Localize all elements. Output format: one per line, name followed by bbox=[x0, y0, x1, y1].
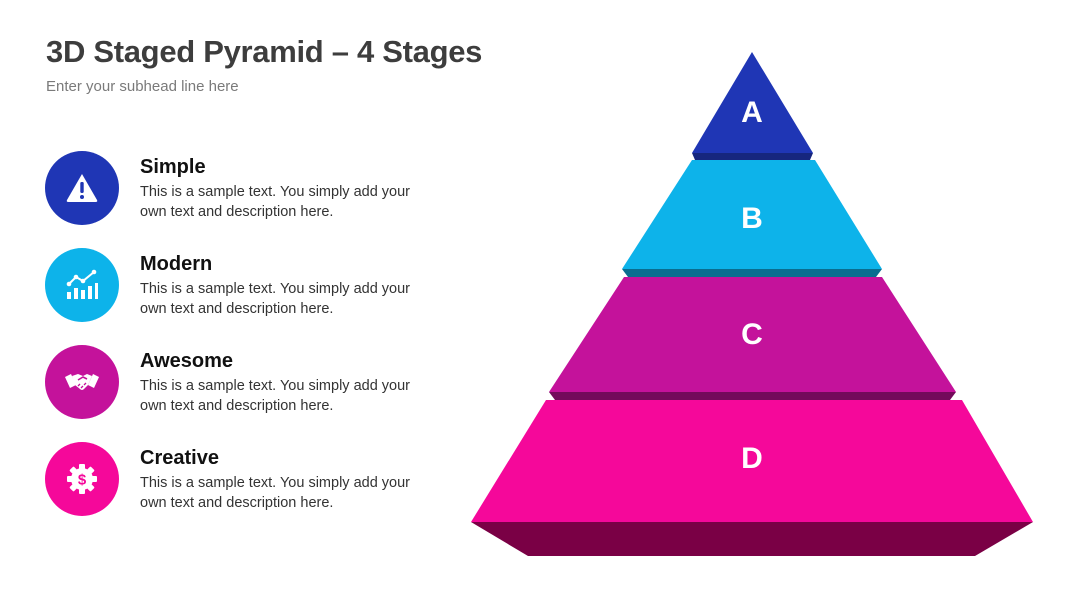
page-subtitle: Enter your subhead line here bbox=[46, 78, 239, 95]
chart-icon bbox=[66, 269, 98, 299]
stage-d-bottom-face bbox=[471, 522, 1033, 556]
icon-circle: $ bbox=[45, 442, 119, 516]
icon-circle bbox=[45, 345, 119, 419]
dollar-gear-icon: $ bbox=[67, 464, 97, 494]
stage-b-front-face bbox=[622, 160, 882, 269]
stage-c-front-face bbox=[549, 277, 956, 392]
item-heading: Modern bbox=[140, 253, 213, 275]
item-description: This is a sample text. You simply add yo… bbox=[140, 475, 410, 511]
stage-c-bottom-face bbox=[549, 392, 956, 400]
icon-circle bbox=[45, 248, 119, 322]
stage-a-front-face bbox=[692, 52, 813, 153]
stage-c-label: C bbox=[741, 318, 763, 351]
page-title: 3D Staged Pyramid – 4 Stages bbox=[46, 34, 483, 69]
item-description: This is a sample text. You simply add yo… bbox=[140, 281, 410, 317]
stage-a-bottom-face bbox=[692, 153, 813, 160]
warning-icon bbox=[66, 174, 98, 202]
icon-circle bbox=[45, 151, 119, 225]
item-description: This is a sample text. You simply add yo… bbox=[140, 378, 410, 414]
stage-b-label: B bbox=[741, 202, 763, 235]
stage-d-front-face bbox=[471, 400, 1033, 522]
item-description: This is a sample text. You simply add yo… bbox=[140, 184, 410, 220]
item-heading: Simple bbox=[140, 156, 206, 178]
stage-d-label: D bbox=[741, 442, 763, 475]
item-heading: Awesome bbox=[140, 350, 234, 372]
stage-b-bottom-face bbox=[622, 269, 882, 277]
list-item: Awesome This is a sample text. You simpl… bbox=[45, 345, 465, 442]
list-item: Modern This is a sample text. You simply… bbox=[45, 248, 465, 345]
list-item: $ Creative This is a sample text. You si… bbox=[45, 442, 465, 539]
handshake-icon bbox=[65, 374, 99, 390]
item-heading: Creative bbox=[140, 447, 219, 469]
list-item: Simple This is a sample text. You simply… bbox=[45, 151, 465, 248]
stage-a-label: A bbox=[741, 96, 763, 129]
feature-list: Simple This is a sample text. You simply… bbox=[45, 151, 465, 539]
svg-text:$: $ bbox=[78, 472, 87, 489]
